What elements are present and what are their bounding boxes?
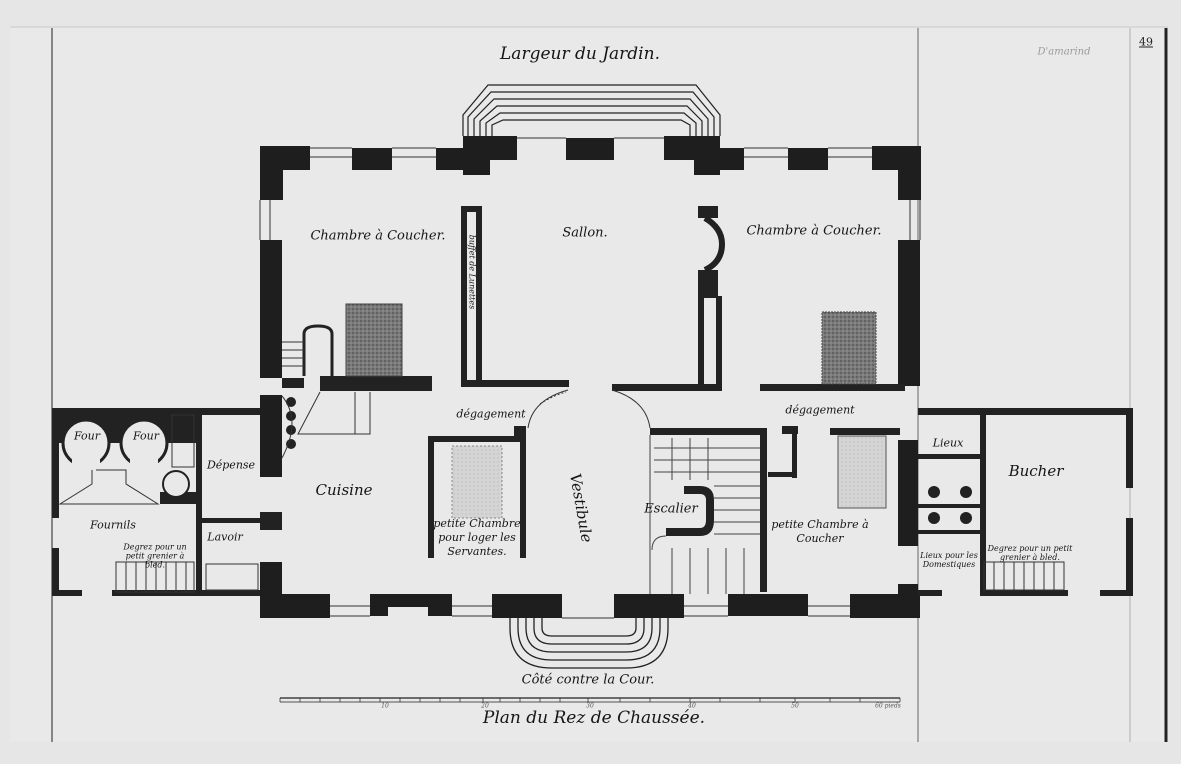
scale-tick-label: 20 bbox=[481, 702, 489, 710]
label-attic-stair-right: Degrez pour un petit grenier à bled. bbox=[987, 544, 1073, 562]
kitchen-stove bbox=[286, 397, 296, 449]
plan-title: Plan du Rez de Chaussée. bbox=[482, 708, 706, 728]
label-kitchen: Cuisine bbox=[315, 481, 373, 499]
main-staircase bbox=[649, 435, 760, 594]
wall-outlines bbox=[259, 137, 921, 619]
scale-tick-label: 50 bbox=[791, 702, 799, 710]
label-stair: Escalier bbox=[644, 501, 698, 517]
page-number: 49 bbox=[1139, 35, 1153, 49]
sheet-margins bbox=[10, 26, 1168, 742]
label-court-side: Côté contre la Cour. bbox=[521, 672, 655, 688]
scale-tick-label: 10 bbox=[381, 702, 389, 710]
label-pantry: Dépense bbox=[206, 458, 256, 472]
label-salon: Sallon. bbox=[562, 225, 608, 241]
interior-walls bbox=[281, 206, 905, 592]
label-wash-house: Lavoir bbox=[207, 530, 243, 544]
label-degagement-right: dégagement bbox=[785, 403, 855, 417]
label-oven-2: Four bbox=[133, 429, 159, 443]
scale-tick-label: 30 bbox=[586, 702, 594, 710]
label-bedroom-left: Chambre à Coucher. bbox=[310, 228, 446, 244]
label-woodshed: Bucher bbox=[1008, 462, 1064, 480]
label-degagement-left: dégagement bbox=[456, 407, 526, 421]
label-bedroom-right: Chambre à Coucher. bbox=[746, 223, 882, 239]
court-steps bbox=[509, 618, 669, 669]
label-bakehouse: Fournils bbox=[90, 518, 136, 532]
scale-tick-label: 40 bbox=[688, 702, 696, 710]
label-latrines: Lieux bbox=[932, 436, 964, 450]
label-attic-stair-left: Degrez pour un petit grenier à bled. bbox=[123, 542, 187, 570]
scale-tick-label: 60 pieds bbox=[875, 702, 901, 710]
main-walls bbox=[260, 136, 921, 618]
label-servants-room: petite Chambre pour loger les Servantes. bbox=[433, 517, 521, 558]
pencil-annotation: D'amarind bbox=[1037, 46, 1091, 58]
right-wing bbox=[918, 408, 1133, 596]
label-servants-latrines: Lieux pour les Domestiques bbox=[920, 551, 978, 569]
label-buffet: buffet de Lunettes bbox=[467, 234, 477, 310]
label-oven-1: Four bbox=[74, 429, 100, 443]
garden-steps bbox=[462, 84, 721, 136]
left-wing bbox=[52, 408, 282, 596]
scale-bar bbox=[279, 697, 901, 703]
garden-width-title: Largeur du Jardin. bbox=[500, 44, 660, 64]
label-small-bedroom: petite Chambre à Coucher bbox=[771, 518, 869, 545]
bed-blocks bbox=[345, 303, 887, 519]
